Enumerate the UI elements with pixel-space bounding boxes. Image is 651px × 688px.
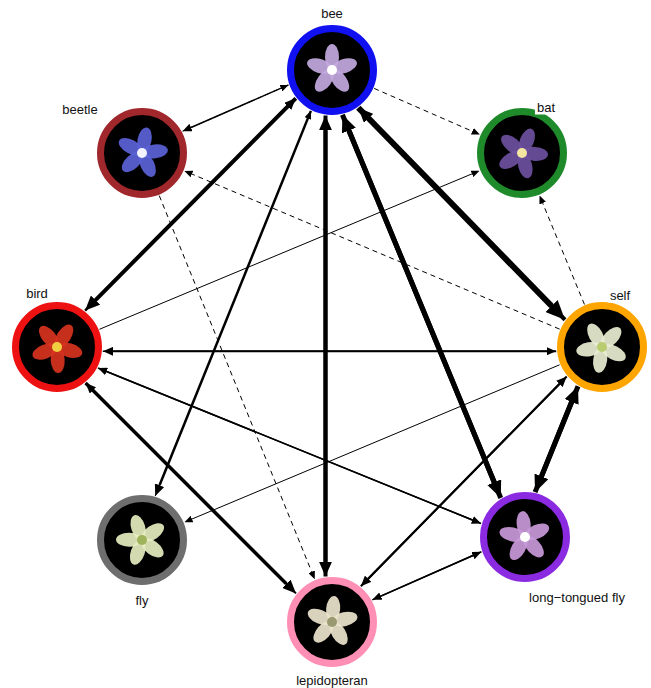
flower-circle xyxy=(557,302,647,392)
pollinator-node: bird xyxy=(12,302,102,392)
petal xyxy=(498,131,527,158)
pollinator-node: beetle xyxy=(97,108,187,198)
flow-arrow xyxy=(324,130,328,576)
node-label: bird xyxy=(24,286,50,301)
petal xyxy=(35,322,62,351)
flow-arrow xyxy=(183,88,281,131)
node-label: beetle xyxy=(60,102,99,117)
flow-arrow xyxy=(99,174,472,329)
flower-picture xyxy=(116,513,167,567)
flower-center xyxy=(597,342,607,352)
flower-circle xyxy=(12,302,102,392)
flower-picture xyxy=(30,321,84,373)
flow-arrow xyxy=(85,106,288,310)
node-ring xyxy=(16,306,99,389)
node-ring xyxy=(291,29,374,112)
node-ring xyxy=(481,112,564,195)
flower-circle xyxy=(477,108,567,198)
flow-arrow xyxy=(192,365,560,519)
flower-picture xyxy=(575,321,628,374)
flow-arrow xyxy=(113,350,556,352)
node-label: lepidopteran xyxy=(294,673,370,688)
node-label: self xyxy=(608,288,632,303)
flower-picture xyxy=(305,44,359,95)
node-ring xyxy=(561,306,644,389)
flower-picture xyxy=(305,595,359,647)
flow-arrow xyxy=(381,552,482,596)
node-label: bee xyxy=(319,6,345,21)
flower-center xyxy=(327,65,337,75)
flower-center xyxy=(520,532,530,542)
flow-arrow xyxy=(374,88,472,131)
pollinator-node: self xyxy=(557,302,647,392)
flow-arrow xyxy=(349,131,501,498)
node-label: fly xyxy=(134,593,151,608)
node-ring xyxy=(101,112,184,195)
flower-circle xyxy=(97,495,187,585)
flower-circle xyxy=(287,577,377,667)
flower-circle xyxy=(97,108,187,198)
flower-center xyxy=(52,342,62,352)
pollinator-node: long−tongued fly xyxy=(480,492,570,582)
pollinator-node: bee xyxy=(287,25,377,115)
pollinator-node: fly xyxy=(97,495,187,585)
node-label: bat xyxy=(535,100,557,115)
flower-picture xyxy=(498,510,551,563)
flow-arrow xyxy=(93,390,296,593)
flower-center xyxy=(137,535,147,545)
pollinator-node: lepidopteran xyxy=(287,577,377,667)
node-label: long−tongued fly xyxy=(527,590,627,605)
flower-center xyxy=(517,148,527,158)
node-ring xyxy=(484,496,567,579)
flower-circle xyxy=(287,25,377,115)
flow-arrow xyxy=(192,174,560,329)
node-ring xyxy=(101,499,184,582)
flow-arrow xyxy=(535,402,572,492)
flower-center xyxy=(137,148,147,158)
flower-picture xyxy=(116,126,169,179)
pollinator-node: bat xyxy=(477,108,567,198)
flow-arrow xyxy=(543,203,585,304)
flow-arrow xyxy=(159,196,311,572)
flower-picture xyxy=(496,126,548,180)
flower-circle xyxy=(480,492,570,582)
flower-center xyxy=(327,617,337,627)
node-ring xyxy=(291,581,374,664)
